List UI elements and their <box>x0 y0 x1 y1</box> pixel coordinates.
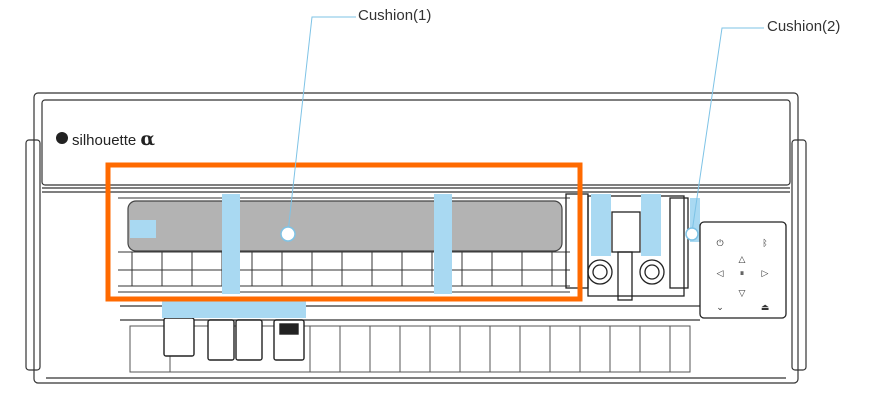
cushion-strip <box>690 198 700 242</box>
tool-carriage <box>565 193 689 301</box>
chevron-down-icon: ⌄ <box>716 303 724 313</box>
pause-icon: ⏸ <box>740 269 745 279</box>
brand-mark: α <box>140 128 156 150</box>
silhouette-logo-icon <box>56 132 68 144</box>
cushion-strip-left-tab <box>130 220 156 238</box>
arrow-down-icon: ▽ <box>739 289 746 299</box>
leader-lines <box>287 16 764 233</box>
cutting-area <box>118 197 570 293</box>
power-icon: ⏻ <box>716 238 723 249</box>
callout-dot-2 <box>685 227 699 241</box>
callout-cushion-1: Cushion(1) <box>358 7 432 24</box>
brand-logo: silhouette α <box>72 128 155 150</box>
cushion-strips-1 <box>130 194 452 318</box>
brand-name: silhouette <box>72 132 137 149</box>
cushion-strip <box>434 194 452 294</box>
control-panel: ⏻ ᛒ ◁ ⏸ ▷ △ ▽ ⏏ ⌄ <box>699 221 787 319</box>
cushion-mat <box>127 200 563 252</box>
eject-icon: ⏏ <box>761 303 770 313</box>
arrow-up-icon: △ <box>739 255 746 265</box>
bluetooth-icon: ᛒ <box>762 238 767 249</box>
callout-cushion-2: Cushion(2) <box>767 18 841 35</box>
cushion-strip <box>641 194 661 256</box>
cushion-strip <box>222 194 240 294</box>
highlight-box <box>105 162 583 302</box>
cushion-strip <box>591 194 611 256</box>
lower-guide <box>129 325 691 373</box>
callout-dot-1 <box>280 226 296 242</box>
cushion-strip-bottom <box>162 300 306 318</box>
tool-holder-2 <box>639 259 665 285</box>
arrow-left-icon: ◁ <box>717 269 724 279</box>
cushion-strips-2 <box>591 194 700 256</box>
tool-holder-1 <box>587 259 613 285</box>
lower-rollers <box>163 317 305 361</box>
arrow-right-icon: ▷ <box>762 269 769 279</box>
